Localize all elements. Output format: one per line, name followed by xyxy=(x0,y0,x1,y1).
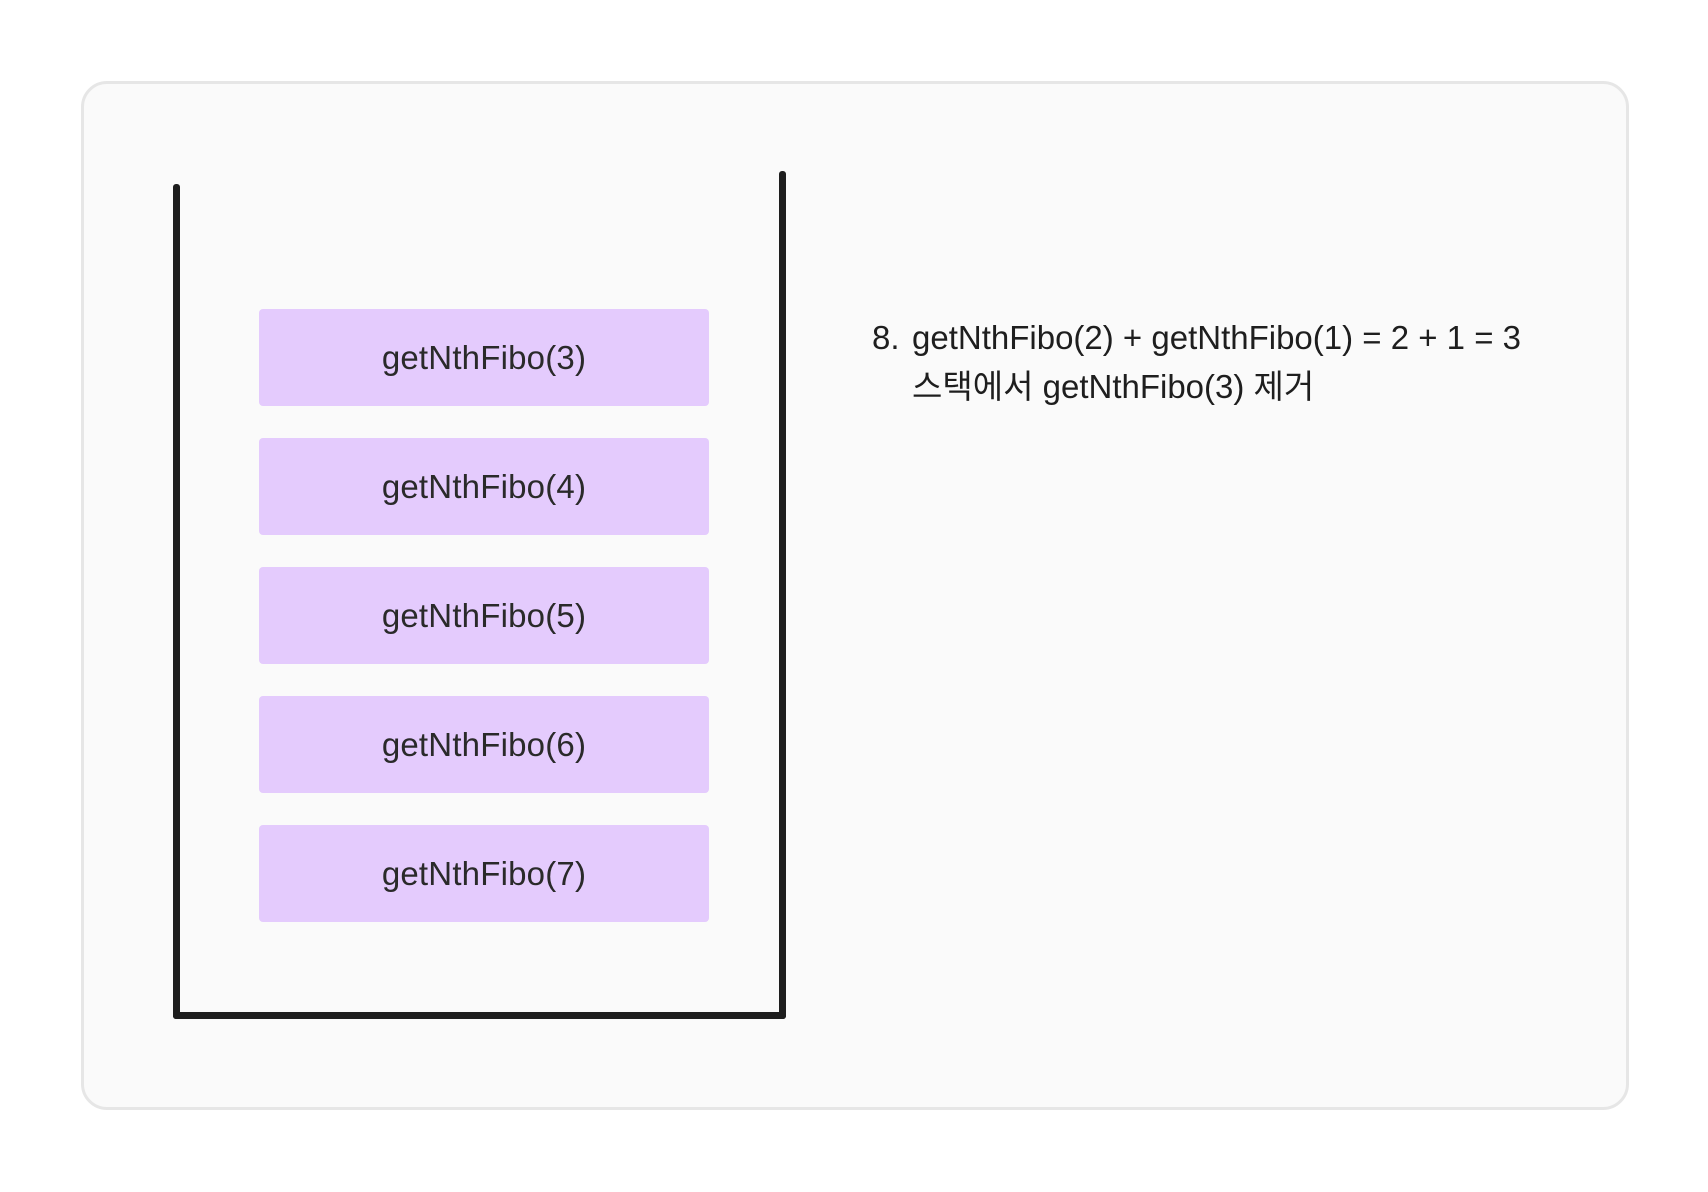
step-number: 8. xyxy=(872,319,900,356)
stack-frame: getNthFibo(5) xyxy=(259,567,709,664)
stack-frame: getNthFibo(3) xyxy=(259,309,709,406)
stack-container-right-wall xyxy=(779,171,786,1019)
stack-frame: getNthFibo(6) xyxy=(259,696,709,793)
stack-frame: getNthFibo(4) xyxy=(259,438,709,535)
step-action: 스택에서 getNthFibo(3) 제거 xyxy=(912,368,1315,405)
step-description: 8. getNthFibo(2) + getNthFibo(1) = 2 + 1… xyxy=(872,313,1592,411)
stack-frame: getNthFibo(7) xyxy=(259,825,709,922)
stack-container-bottom-wall xyxy=(173,1012,786,1019)
call-stack: getNthFibo(3) getNthFibo(4) getNthFibo(5… xyxy=(259,309,709,954)
stack-container-left-wall xyxy=(173,184,180,1019)
step-expression: getNthFibo(2) + getNthFibo(1) = 2 + 1 = … xyxy=(912,319,1522,356)
step-description-line: 8. getNthFibo(2) + getNthFibo(1) = 2 + 1… xyxy=(872,313,1592,362)
